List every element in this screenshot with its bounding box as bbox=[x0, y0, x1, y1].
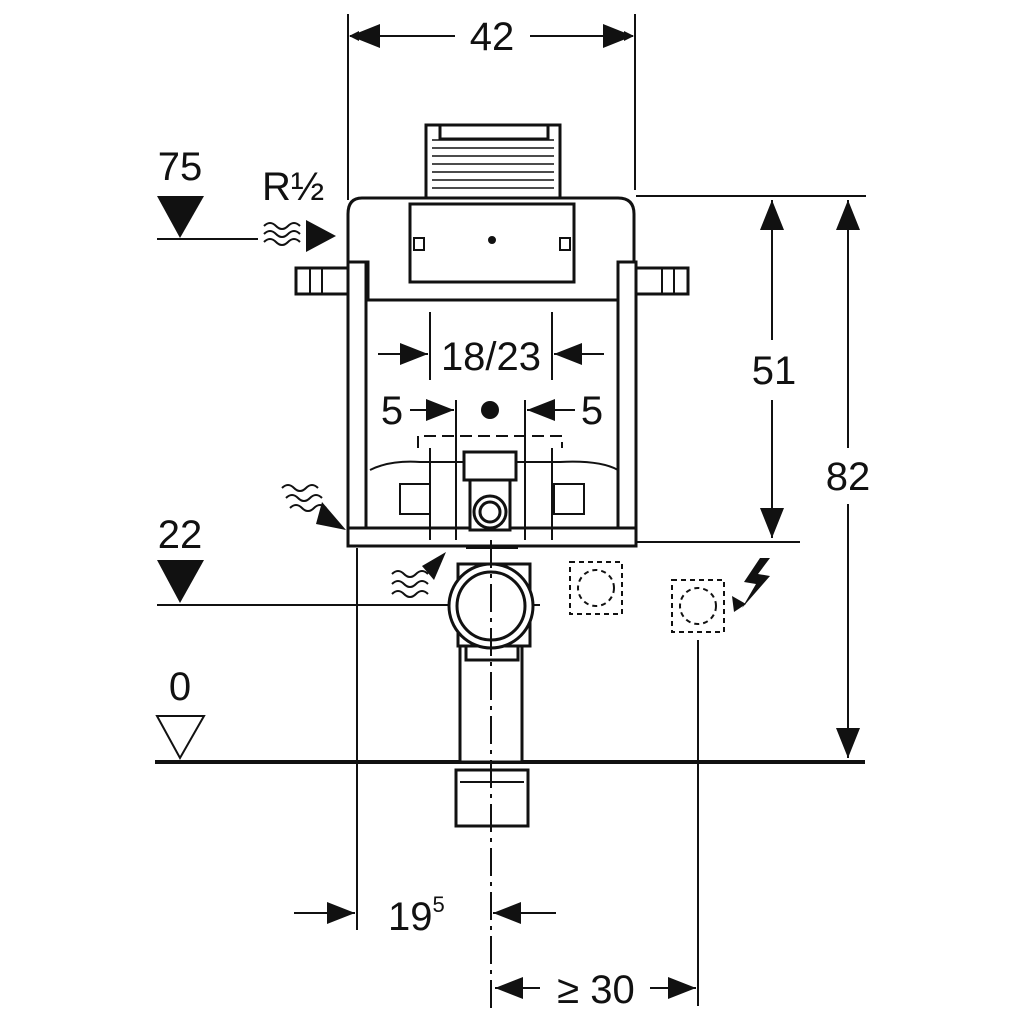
level-floor-label: 0 bbox=[169, 665, 191, 709]
offset-right-label: 5 bbox=[581, 389, 603, 433]
dimension-offset-bottom-left: 195 bbox=[294, 548, 556, 939]
dimension-height-frame: 51 bbox=[636, 195, 866, 543]
level-upper-label: 75 bbox=[158, 145, 203, 189]
centre-point-icon bbox=[481, 401, 499, 419]
drill-outline bbox=[417, 435, 563, 448]
water-inlet: R½ bbox=[262, 165, 336, 252]
level-marker-floor: 0 bbox=[155, 665, 206, 761]
level-marker-upper: 75 bbox=[157, 145, 258, 240]
dimension-width-label: 42 bbox=[470, 15, 515, 59]
height-total-label: 82 bbox=[826, 455, 871, 499]
electrical-boxes bbox=[569, 561, 725, 633]
offset-bottom-right-label: ≥ 30 bbox=[557, 968, 635, 1012]
offset-bottom-left-label: 195 bbox=[388, 892, 445, 939]
spacing-centre-label: 18/23 bbox=[441, 335, 541, 379]
dimension-width-top: 42 bbox=[347, 14, 636, 200]
level-marker-middle: 22 bbox=[157, 513, 540, 606]
inlet-arrow-icon bbox=[306, 220, 336, 252]
dimension-offset-bottom-right: ≥ 30 bbox=[495, 640, 699, 1012]
dimension-height-total: 82 bbox=[826, 200, 871, 758]
height-frame-label: 51 bbox=[752, 349, 797, 393]
cistern-frame bbox=[294, 123, 690, 548]
dimension-spacing-centre: 18/23 bbox=[378, 312, 604, 380]
level-middle-label: 22 bbox=[158, 513, 203, 557]
dimension-offsets: 5 5 bbox=[381, 389, 603, 433]
inlet-label: R½ bbox=[262, 165, 324, 209]
threaded-rods bbox=[429, 400, 553, 540]
offset-left-label: 5 bbox=[381, 389, 403, 433]
water-flow-icons bbox=[281, 484, 446, 598]
power-icon bbox=[732, 558, 770, 612]
